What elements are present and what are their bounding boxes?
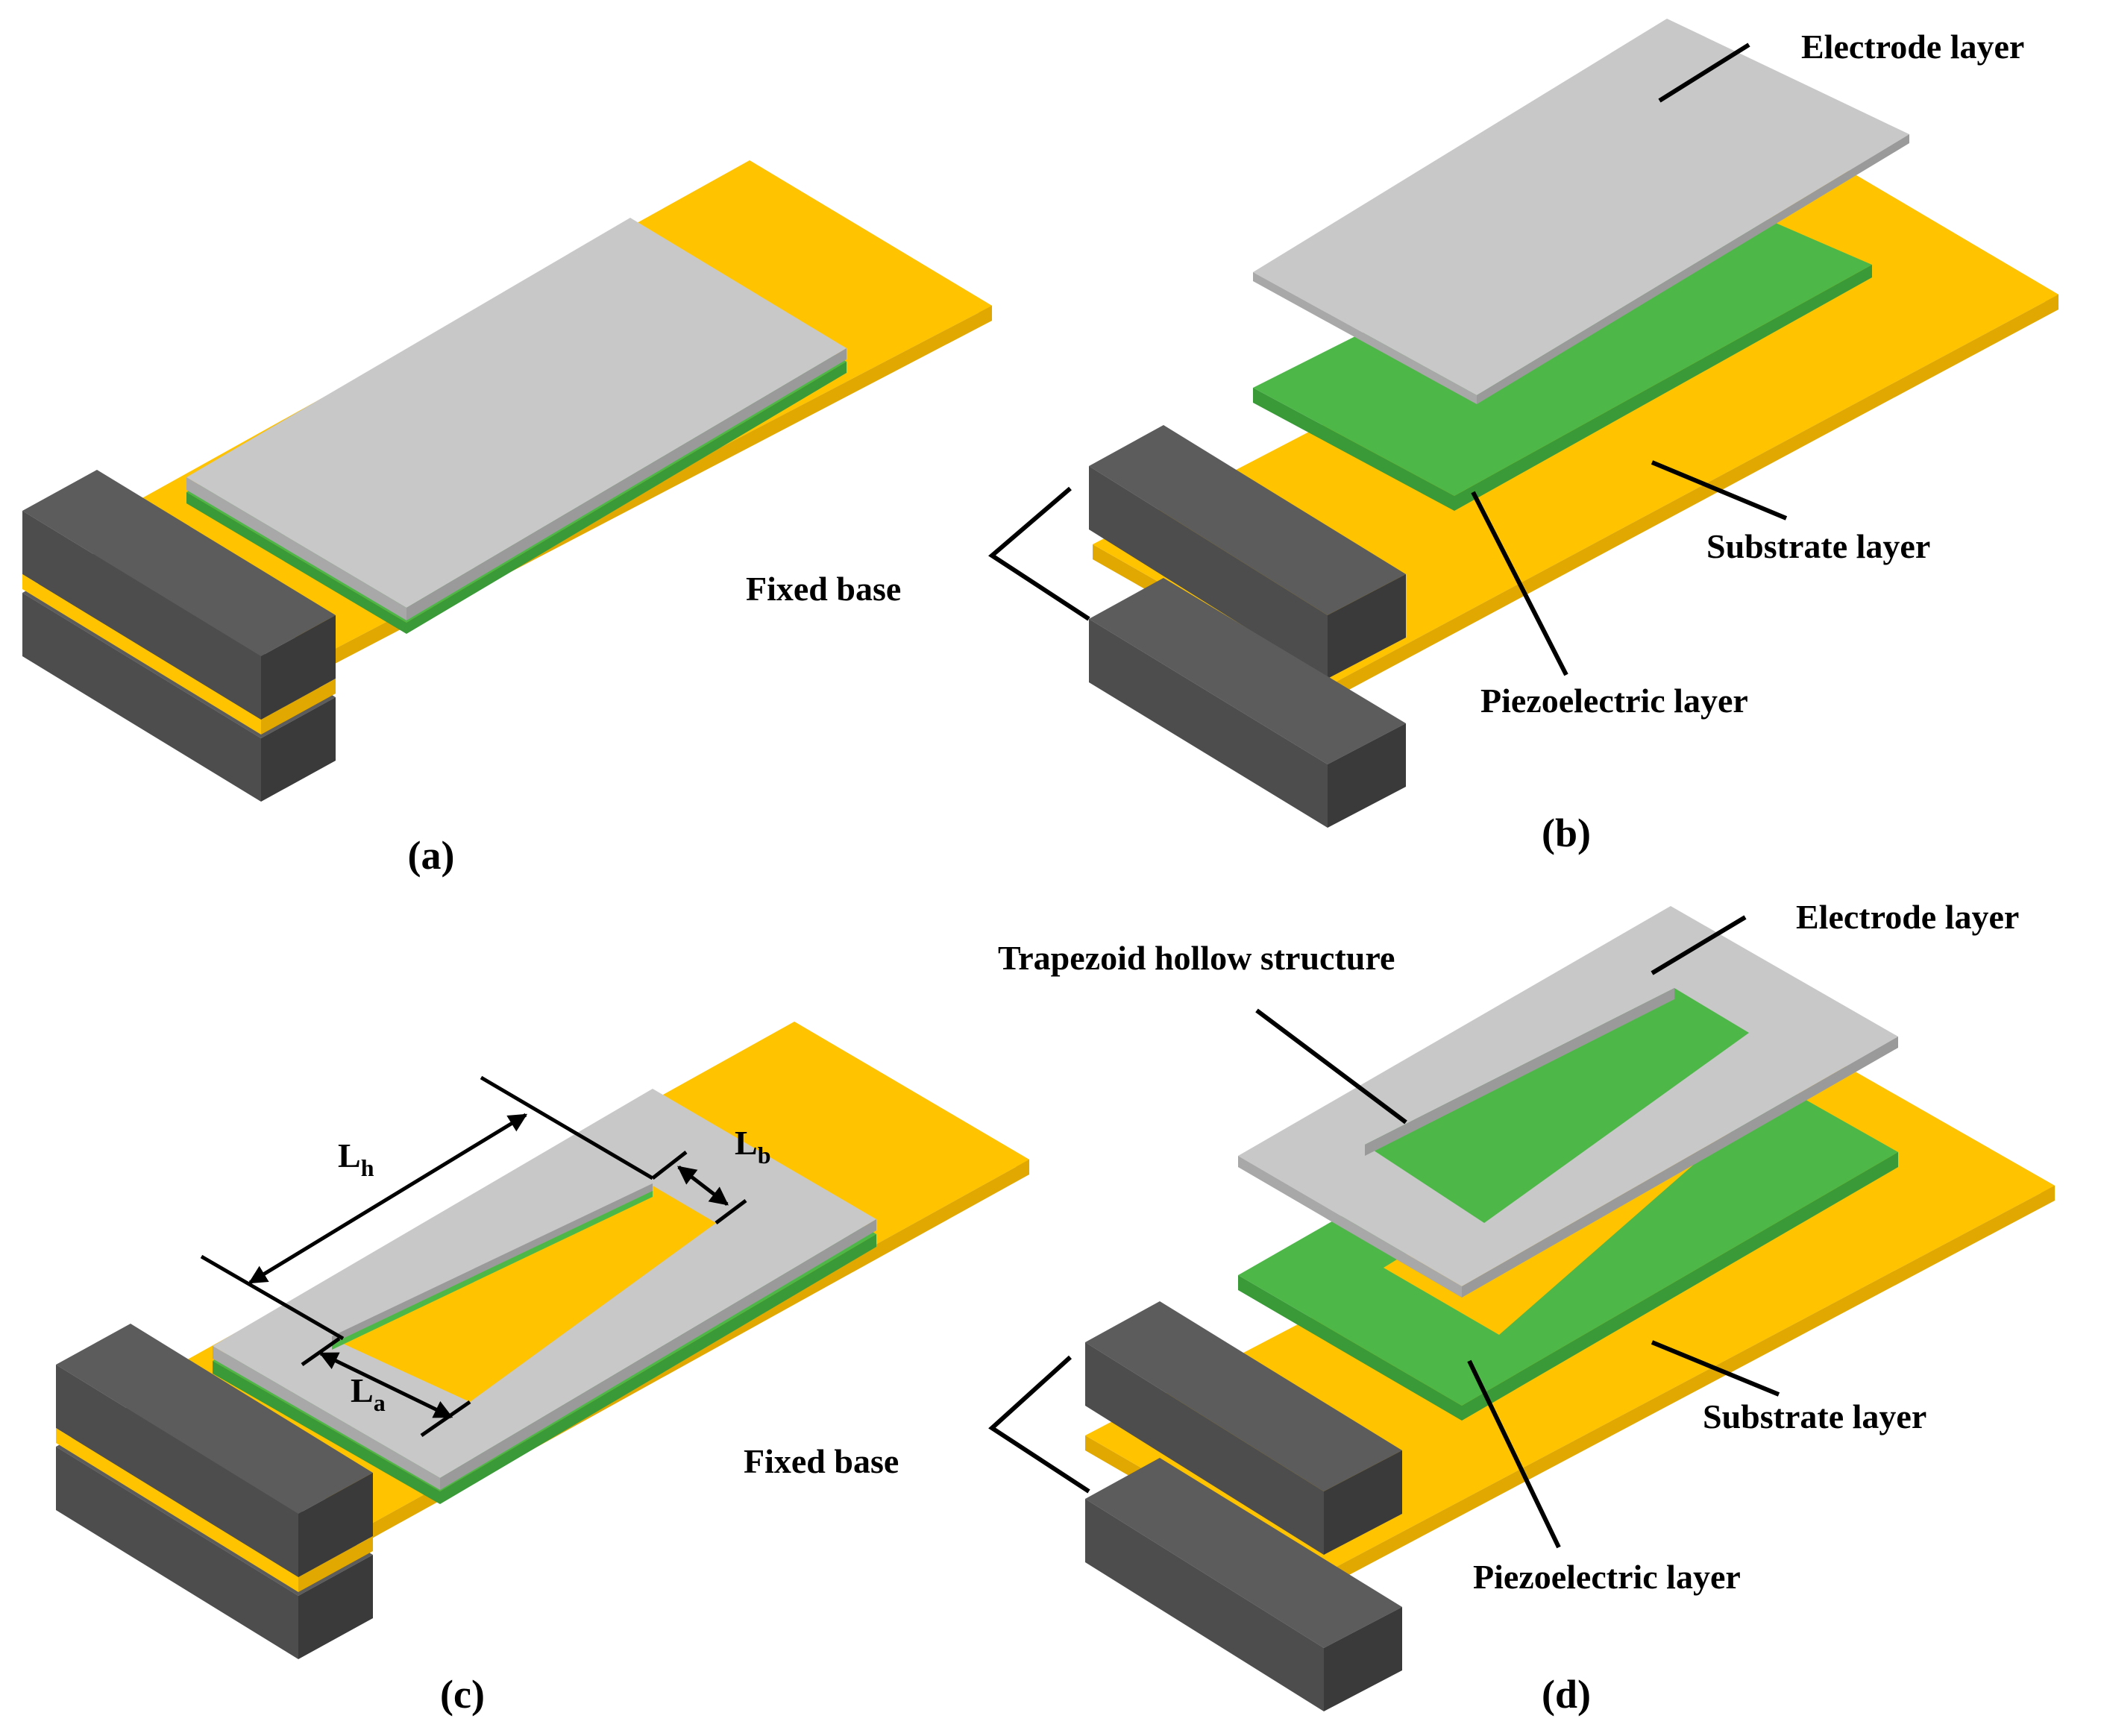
panel-c: Lh La Lb (c) bbox=[56, 1022, 1029, 1717]
label-piezo-d: Piezoelectric layer bbox=[1473, 1558, 1741, 1596]
dim-label-lb: Lb bbox=[735, 1124, 770, 1169]
electrode-layer-a bbox=[186, 218, 847, 620]
leader-piezo-d bbox=[1467, 1359, 1561, 1549]
dimension-lb bbox=[651, 1151, 747, 1224]
leader-trapezoid-d bbox=[1255, 1008, 1407, 1125]
label-fixed-base-d: Fixed base bbox=[744, 1442, 899, 1480]
label-trapezoid-d: Trapezoid hollow structure bbox=[998, 939, 1395, 977]
fixed-base-c bbox=[56, 1324, 373, 1659]
panel-a: (a) bbox=[22, 160, 992, 878]
label-electrode-d: Electrode layer bbox=[1796, 898, 2019, 936]
panel-b: Electrode layer Substrate layer Piezoele… bbox=[746, 19, 2058, 855]
fixed-base-a bbox=[22, 470, 336, 802]
dimension-lh bbox=[200, 1075, 654, 1341]
fixed-base-b bbox=[1089, 425, 1406, 828]
leader-fixed-base-d bbox=[988, 1355, 1090, 1494]
label-substrate-d: Substrate layer bbox=[1703, 1397, 1926, 1435]
leader-substrate-b bbox=[1651, 460, 1788, 521]
label-electrode-b: Electrode layer bbox=[1801, 28, 2024, 66]
caption-a: (a) bbox=[408, 833, 455, 878]
leader-electrode-b bbox=[1658, 43, 1750, 103]
fixed-base-d bbox=[1085, 1301, 1402, 1711]
caption-b: (b) bbox=[1542, 811, 1591, 855]
leader-substrate-d bbox=[1651, 1340, 1780, 1397]
leader-piezo-b bbox=[1471, 491, 1568, 676]
panel-d: Electrode layer Trapezoid hollow structu… bbox=[744, 898, 2055, 1717]
dim-label-lh: Lh bbox=[338, 1136, 374, 1181]
dimension-la bbox=[301, 1336, 471, 1438]
leader-fixed-base-b bbox=[988, 486, 1090, 621]
electrode-layer-d bbox=[1238, 906, 1898, 1298]
electrode-layer-b bbox=[1253, 19, 1909, 404]
dim-label-la: La bbox=[351, 1371, 386, 1416]
caption-d: (d) bbox=[1542, 1672, 1591, 1717]
label-piezo-b: Piezoelectric layer bbox=[1480, 682, 1748, 720]
label-substrate-b: Substrate layer bbox=[1706, 527, 1930, 565]
label-fixed-base-b: Fixed base bbox=[746, 570, 901, 608]
caption-c: (c) bbox=[440, 1672, 485, 1717]
leader-electrode-d bbox=[1651, 915, 1747, 975]
